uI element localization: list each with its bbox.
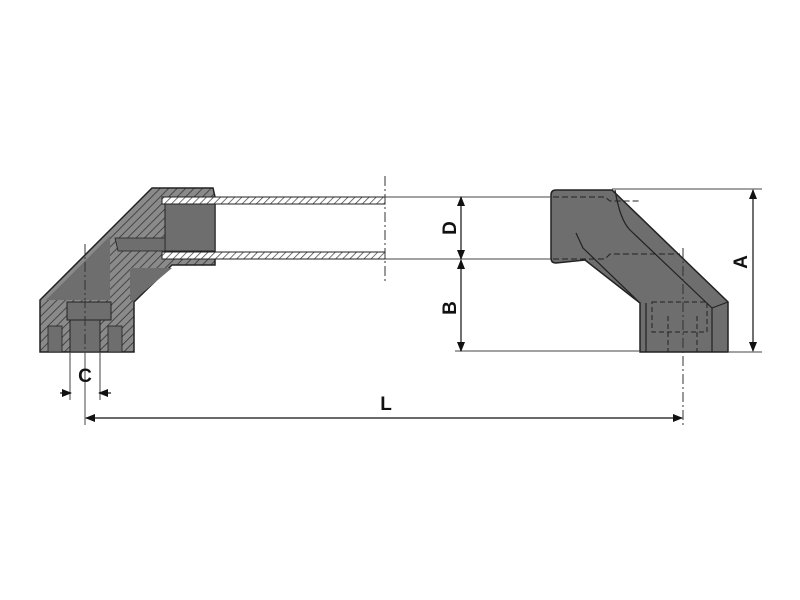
dim-label-a: A (731, 255, 752, 269)
right-handle-view (550, 189, 729, 425)
dim-label-d: D (440, 221, 461, 235)
extension-lines (69, 188, 762, 425)
dim-label-l: L (380, 394, 392, 415)
left-handle-section (39, 187, 216, 360)
dim-label-b: B (440, 301, 461, 315)
dim-label-c: C (78, 366, 92, 387)
dimension-lines (60, 189, 757, 422)
tube (161, 176, 386, 282)
